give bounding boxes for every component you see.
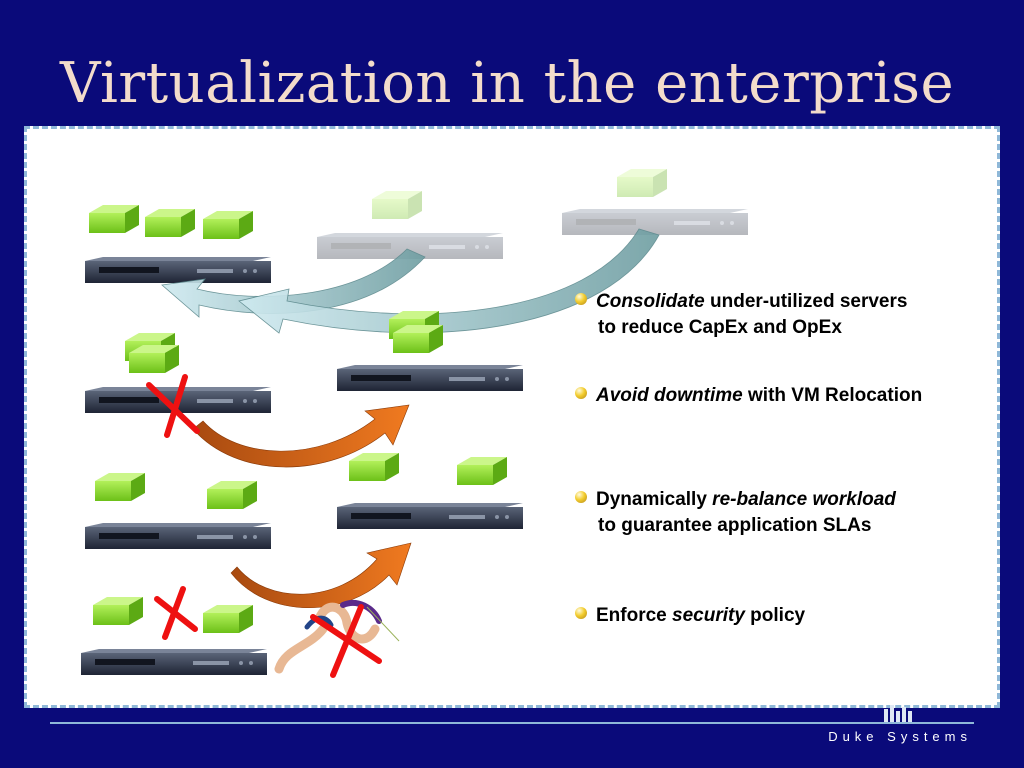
relocate-arrow (192, 404, 410, 468)
faded-server-group-1 (317, 191, 503, 259)
bullet-line2: to reduce CapEx and OpEx (598, 317, 842, 338)
virtualization-illustration (81, 169, 748, 678)
bullet-security: Enforce security policy (575, 603, 805, 629)
bullet-avoid-downtime: Avoid downtime with VM Relocation (575, 383, 922, 409)
faded-server-group-2 (562, 169, 748, 235)
rebalance-arrow (230, 542, 412, 608)
consolidate-arrow-1 (161, 248, 426, 318)
content-panel: Consolidate under-utilized servers to re… (24, 126, 1000, 708)
bullet-dot-icon (575, 293, 587, 305)
bullet-consolidate: Consolidate under-utilized servers to re… (575, 289, 907, 341)
bullet-emphasis: re-balance workload (712, 489, 896, 510)
bullet-dot-icon (575, 607, 587, 619)
duke-chapel-logo-icon (884, 705, 912, 723)
red-x-icon (146, 374, 200, 438)
bullet-dot-icon (575, 387, 587, 399)
red-x-icon (310, 604, 382, 678)
overloaded-server-group (85, 473, 271, 549)
footer-divider (50, 722, 974, 724)
consolidated-server-group (85, 205, 271, 283)
bullet-tail: under-utilized servers (704, 291, 908, 312)
bullet-tail: with VM Relocation (742, 385, 923, 406)
worm-icon (274, 600, 400, 674)
bullet-emphasis: Consolidate (596, 291, 705, 312)
rebalance-target-server-group (337, 453, 523, 529)
bullet-rebalance: Dynamically re-balance workload to guara… (575, 487, 896, 539)
bullet-tail: policy (744, 605, 806, 626)
bullet-line2: to guarantee application SLAs (598, 515, 872, 536)
bullet-dot-icon (575, 491, 587, 503)
bullet-lead: Enforce (596, 605, 673, 626)
bullet-lead: Dynamically (596, 489, 713, 510)
footer-org: Duke Systems (828, 729, 972, 744)
bullet-emphasis: security (672, 605, 745, 626)
slide-title: Virtualization in the enterprise (60, 51, 955, 116)
bullet-emphasis: Avoid downtime (596, 385, 743, 406)
red-x-icon (154, 586, 198, 640)
